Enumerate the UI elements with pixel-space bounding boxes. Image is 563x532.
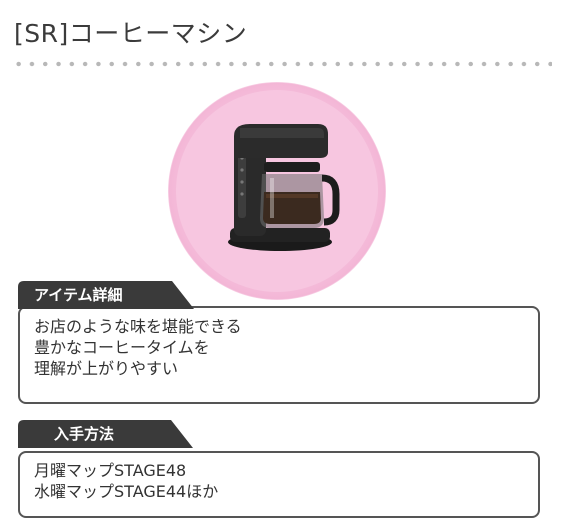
item-details-heading: アイテム詳細	[34, 286, 123, 304]
obtain-method-line: 水曜マップSTAGE44ほか	[34, 482, 219, 501]
item-title: [SR]コーヒーマシン	[14, 19, 248, 48]
item-details-line: お店のような味を堪能できる	[34, 317, 242, 336]
item-details-line: 豊かなコーヒータイムを	[34, 338, 210, 357]
item-details-line: 理解が上がりやすい	[34, 359, 179, 378]
obtain-method-line: 月曜マップSTAGE48	[34, 461, 187, 480]
obtain-method-heading: 入手方法	[54, 425, 115, 443]
coffee-machine-icon	[228, 124, 340, 251]
dotted-divider	[12, 60, 552, 68]
obtain-method-box: 月曜マップSTAGE48 水曜マップSTAGE44ほか	[18, 451, 540, 518]
item-details-tab: アイテム詳細	[18, 281, 194, 309]
item-details-box: お店のような味を堪能できる 豊かなコーヒータイムを 理解が上がりやすい	[18, 306, 540, 404]
obtain-method-tab: 入手方法	[18, 420, 193, 448]
